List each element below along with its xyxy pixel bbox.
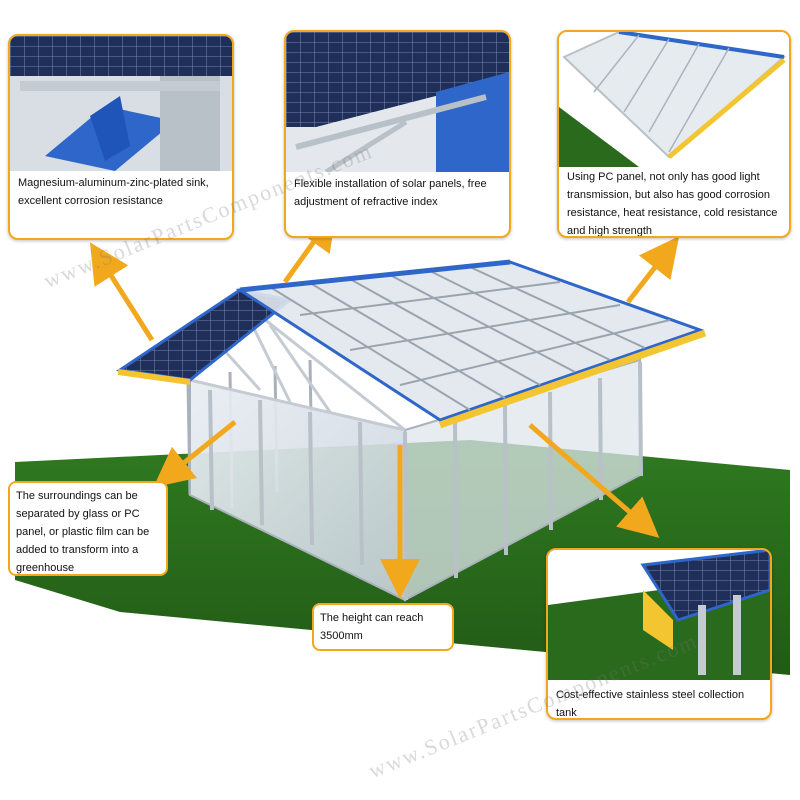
posts [208,361,643,601]
gutter-right [438,329,707,429]
callout-pc-panel: Using PC panel, not only has good light … [557,30,791,238]
sink-detail-image [10,36,232,171]
ridge-beam [239,259,511,293]
flexible-install-image [286,32,509,172]
height-caption: The height can reach 3500mm [320,612,424,642]
surroundings-caption: The surroundings can be separated by gla… [16,490,150,574]
callout-flexible: Flexible installation of solar panels, f… [284,30,511,238]
callout-sink: Magnesium-aluminum-zinc-plated sink, exc… [8,34,234,240]
arrow-to-tank [528,423,660,538]
arrow-to-surroundings [153,420,237,488]
gutter-left [117,369,191,385]
pc-panel-image [559,32,789,167]
pc-panel-caption: Using PC panel, not only has good light … [567,171,778,237]
arrow-to-pc-panel [626,236,680,304]
callout-tank: Cost-effective stainless steel collectio… [546,548,772,720]
sink-caption: Magnesium-aluminum-zinc-plated sink, exc… [18,177,209,207]
callout-height: The height can reach 3500mm [312,603,454,651]
callout-arrows [89,209,680,599]
tank-detail-image [548,550,770,680]
flexible-caption: Flexible installation of solar panels, f… [294,178,487,208]
roof-purlins [269,266,671,411]
arrow-to-sink [89,242,155,342]
tank-caption: Cost-effective stainless steel collectio… [556,689,745,719]
callout-surroundings: The surroundings can be separated by gla… [8,481,168,576]
